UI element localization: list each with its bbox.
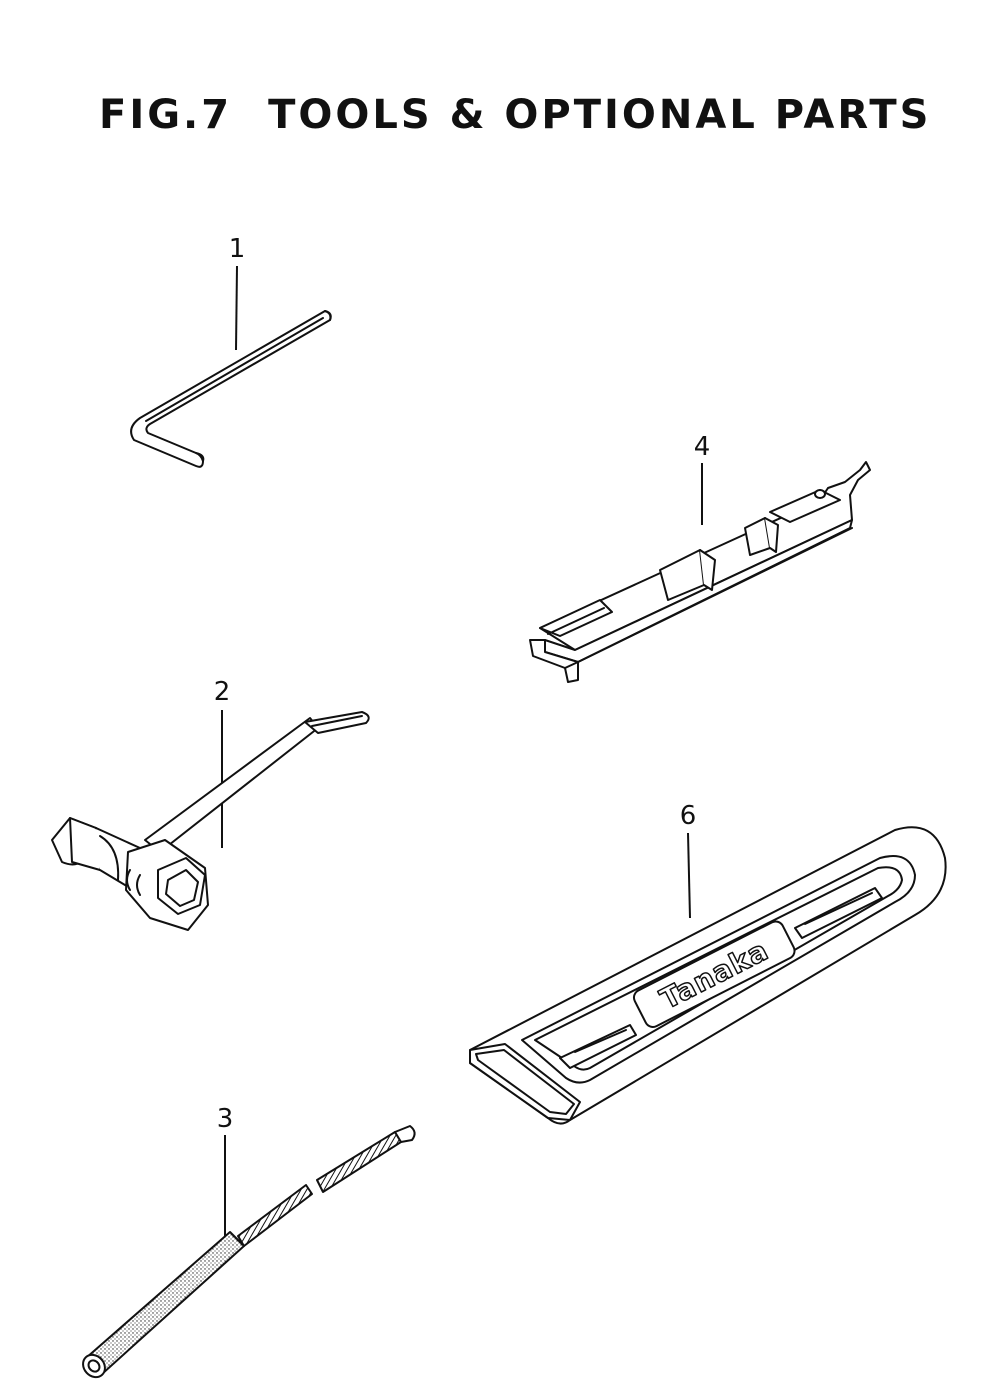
figure-title-text: TOOLS & OPTIONAL PARTS bbox=[268, 92, 932, 138]
file-guide-icon bbox=[529, 461, 871, 683]
figure-number: FIG.7 bbox=[99, 92, 233, 138]
figure-title: FIG.7 TOOLS & OPTIONAL PARTS bbox=[99, 92, 931, 138]
hex-key-icon bbox=[130, 310, 332, 468]
callout-4: 4 bbox=[693, 432, 711, 462]
leader-line-1 bbox=[235, 265, 238, 351]
leader-line-6 bbox=[687, 832, 691, 919]
callout-3: 3 bbox=[216, 1104, 234, 1134]
callout-1: 1 bbox=[228, 234, 246, 264]
plug-wrench-icon bbox=[51, 711, 370, 931]
callout-2: 2 bbox=[213, 677, 231, 707]
callout-6: 6 bbox=[679, 801, 697, 831]
threaded-rod-icon bbox=[82, 1125, 416, 1379]
bar-cover-icon: Tanaka bbox=[469, 826, 947, 1125]
